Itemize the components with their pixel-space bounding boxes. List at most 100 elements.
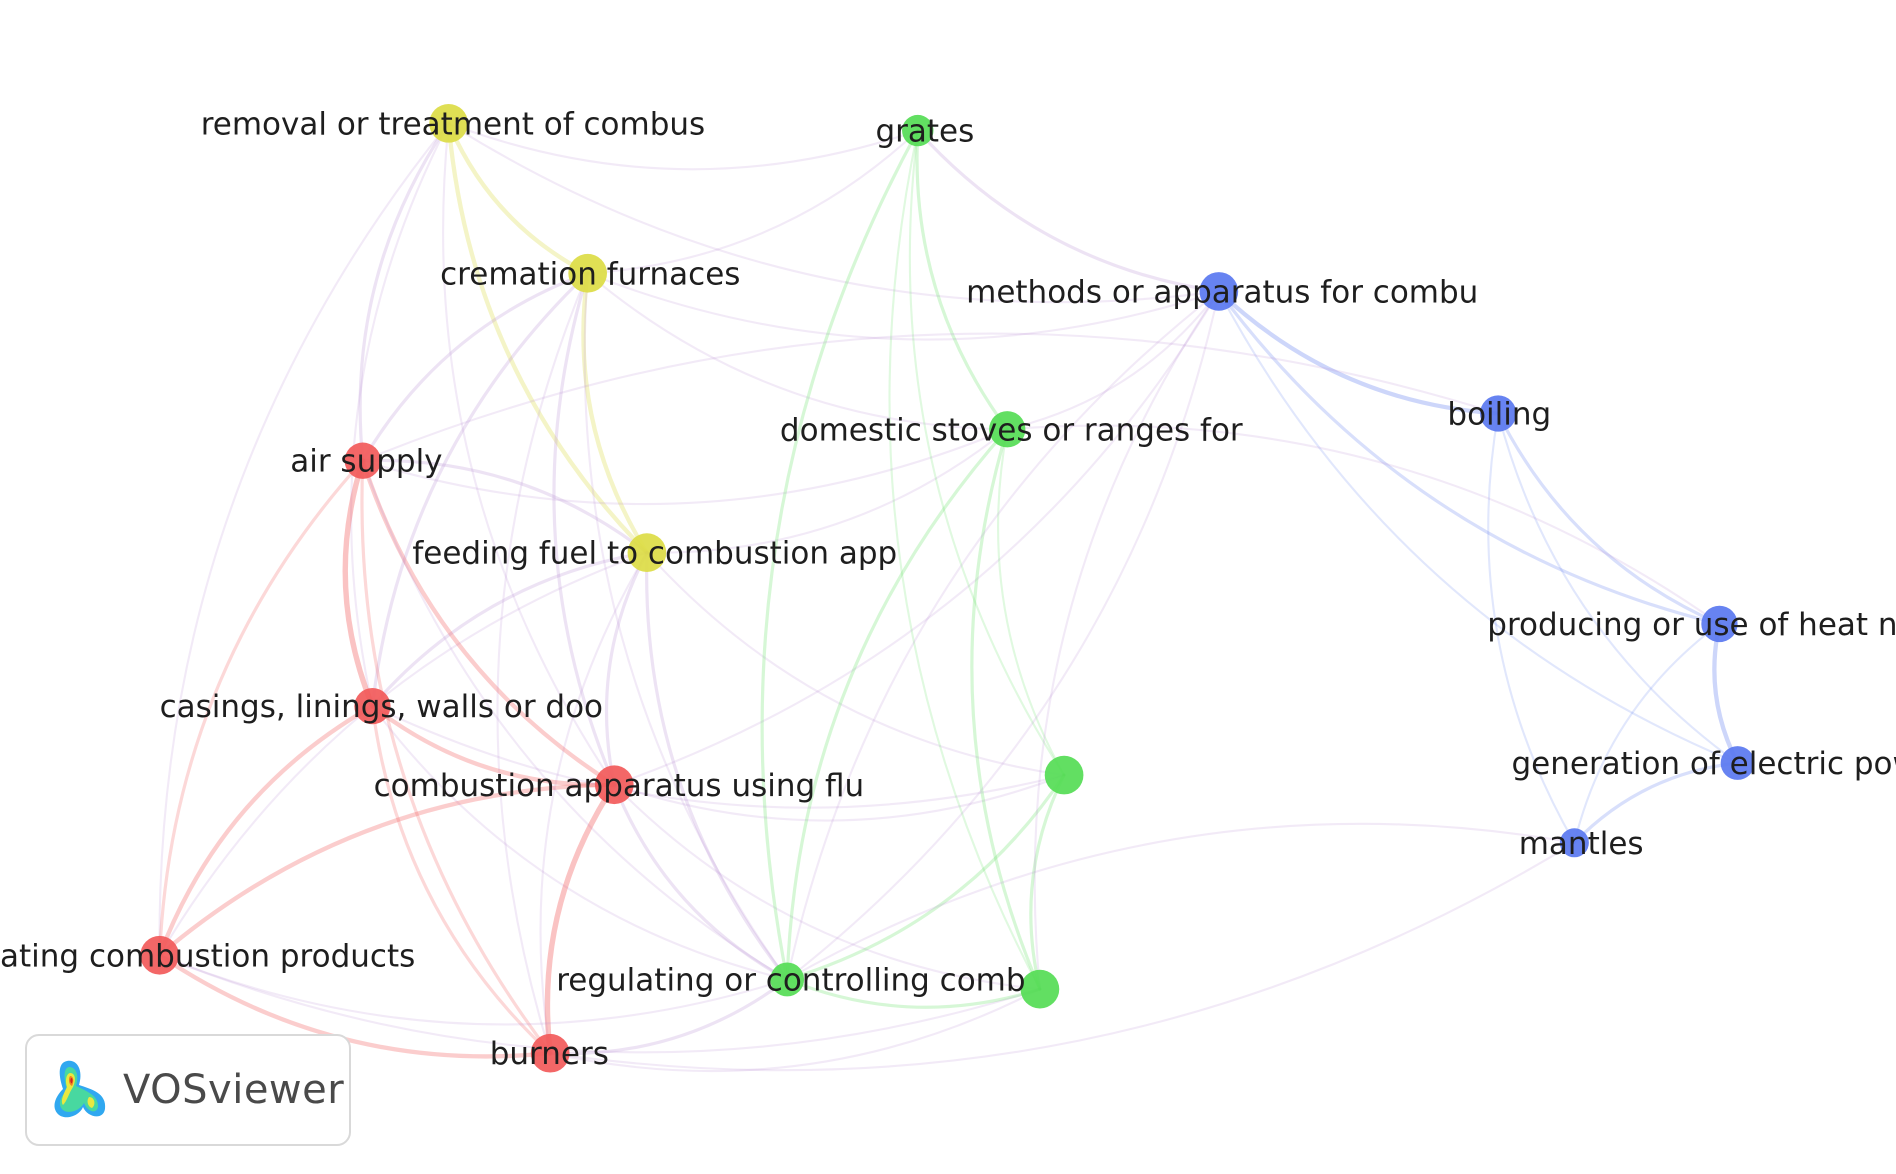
link-removal-cremation <box>446 121 590 276</box>
link-domestic-unlabeled2 <box>970 427 1042 991</box>
link-airsupply-combustion <box>360 458 617 787</box>
link-domestic-unlabeled1 <box>997 428 1066 777</box>
node-generation[interactable] <box>1720 746 1755 780</box>
vosviewer-logo: VOSviewer <box>25 1034 351 1146</box>
node-combustion[interactable] <box>594 765 634 805</box>
node-mantles[interactable] <box>1559 828 1589 858</box>
link-removal-methods <box>447 122 1220 304</box>
link-eliminating-regulating <box>158 954 789 1026</box>
link-removal-combustion <box>442 122 616 786</box>
link-boiling-generation <box>1497 412 1739 765</box>
link-casings-eliminating <box>157 704 375 958</box>
link-combustion-burners <box>544 782 617 1056</box>
node-domestic[interactable] <box>989 411 1026 448</box>
link-producing-domestic <box>1006 424 1721 625</box>
link-regulating-methods <box>786 290 1220 981</box>
link-cremation-casings <box>370 271 590 708</box>
network-nodes <box>140 103 1755 1073</box>
node-label-boiling[interactable]: boiling <box>1447 397 1551 433</box>
link-methods-generation <box>1217 290 1739 765</box>
network-labels: removal or treatment of combus grates crem… <box>0 106 1896 1072</box>
link-grates-methods <box>916 128 1221 294</box>
link-grates-unlabeled1 <box>908 129 1066 777</box>
node-label-casings[interactable]: casings, linings, walls or doo <box>160 689 603 725</box>
link-combustion-unlabeled2 <box>613 783 1041 991</box>
node-grates[interactable] <box>902 114 934 147</box>
link-airsupply-eliminating <box>158 459 365 957</box>
node-removal[interactable] <box>429 103 468 143</box>
link-grates-domestic <box>915 128 1009 431</box>
link-boiling-mantles <box>1487 412 1576 844</box>
node-boiling[interactable] <box>1480 395 1517 432</box>
node-methods[interactable] <box>1199 272 1239 311</box>
node-label-eliminating[interactable]: ating combustion products <box>0 938 415 974</box>
link-casings-regulating <box>371 705 789 981</box>
network-links <box>157 121 1740 1073</box>
node-regulating[interactable] <box>770 962 805 997</box>
link-feeding-domestic <box>645 428 1009 554</box>
link-cremation-methods <box>586 272 1220 341</box>
link-casings-unlabeled1 <box>371 705 1066 809</box>
link-combustion-regulating <box>612 783 789 982</box>
node-label-domestic[interactable]: domestic stoves or ranges for <box>780 412 1243 448</box>
node-label-cremation[interactable]: cremation furnaces <box>440 256 740 292</box>
node-eliminating[interactable] <box>140 935 179 975</box>
link-mantles-regulating <box>786 822 1576 981</box>
node-unlabeled1[interactable] <box>1044 755 1084 795</box>
link-grates-unlabeled2 <box>888 129 1041 991</box>
link-burners-unlabeled2 <box>549 988 1041 1073</box>
node-label-grates[interactable]: grates <box>875 114 974 150</box>
link-cremation-regulating <box>583 272 789 981</box>
link-producing-mantles <box>1573 622 1721 844</box>
link-unlabeled1-unlabeled2 <box>1029 773 1066 991</box>
node-feeding[interactable] <box>627 533 667 572</box>
link-boiling-airsupply <box>361 332 1500 462</box>
node-airsupply[interactable] <box>344 442 381 479</box>
link-cremation-burners <box>496 272 589 1055</box>
link-combustion-unlabeled1 <box>613 774 1066 822</box>
link-removal-eliminating <box>158 122 450 957</box>
link-casings-burners <box>370 704 552 1055</box>
link-combustion-eliminating <box>157 782 617 958</box>
node-label-generation[interactable]: generation of electric pow <box>1511 746 1896 782</box>
link-cremation-combustion <box>552 271 616 787</box>
node-producing[interactable] <box>1701 605 1738 643</box>
link-airsupply-domestic <box>361 428 1009 506</box>
link-feeding-eliminating <box>158 551 648 957</box>
link-methods-unlabeled2 <box>1033 290 1220 991</box>
node-casings[interactable] <box>354 688 391 725</box>
node-label-mantles[interactable]: mantles <box>1519 826 1644 862</box>
link-burners-mantles <box>549 841 1576 1072</box>
node-cremation[interactable] <box>568 253 608 293</box>
node-burners[interactable] <box>530 1033 570 1073</box>
link-cremation-airsupply <box>361 271 590 463</box>
node-label-methods[interactable]: methods or apparatus for combu <box>966 274 1478 310</box>
link-boiling-producing <box>1496 411 1722 626</box>
link-producing-generation <box>1712 621 1740 766</box>
link-feeding-burners <box>539 551 648 1055</box>
node-label-producing[interactable]: producing or use of heat no <box>1487 607 1896 643</box>
node-label-removal[interactable]: removal or treatment of combus <box>201 106 705 142</box>
link-feeding-regulating <box>645 550 789 982</box>
link-methods-boiling <box>1216 289 1501 416</box>
node-unlabeled2[interactable] <box>1020 969 1060 1009</box>
node-label-airsupply[interactable]: air supply <box>290 444 442 480</box>
node-label-regulating[interactable]: regulating or controlling comb <box>556 962 1025 998</box>
link-cremation-grates <box>586 129 919 275</box>
link-feeding-airsupply <box>361 458 649 555</box>
link-grates-regulating <box>760 128 920 982</box>
link-domestic-methods <box>1006 290 1220 431</box>
link-burners-regulating <box>548 977 789 1056</box>
node-label-combustion[interactable]: combustion apparatus using flu <box>374 768 865 804</box>
link-regulating-unlabeled1 <box>785 773 1066 982</box>
node-label-feeding[interactable]: feeding fuel to combustion app <box>412 536 897 572</box>
node-label-burners[interactable]: burners <box>490 1036 609 1072</box>
link-methods-regulating <box>786 290 1220 981</box>
link-cremation-feeding <box>581 271 650 555</box>
link-eliminating-unlabeled2 <box>158 954 1041 1054</box>
link-domestic-regulating <box>785 427 1009 982</box>
density-map-icon <box>54 1060 106 1118</box>
link-feeding-casings <box>370 550 649 708</box>
link-feeding-unlabeled1 <box>645 551 1066 777</box>
